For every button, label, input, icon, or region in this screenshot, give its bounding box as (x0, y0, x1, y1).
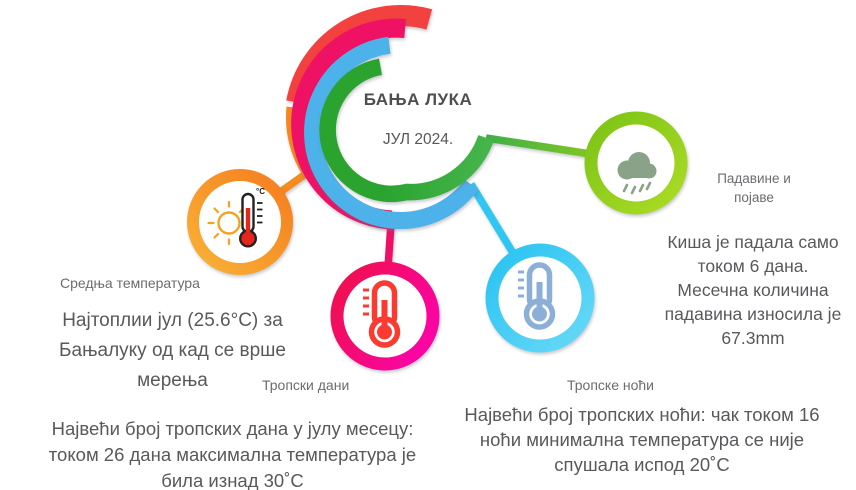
center-swirl (286, 5, 494, 230)
tropical-nights-label: Тропске ноћи (567, 377, 655, 393)
page-subtitle: ЈУЛ 2024. (382, 131, 454, 148)
tropical-days-text: Највећи број тропских дана у јулу месецу… (48, 418, 417, 490)
swirl-arc-blue (304, 36, 479, 229)
tropical-nights-text: Највећи број тропских ноћи: чак током 16… (464, 404, 820, 475)
rain-cloud-icon (617, 152, 657, 195)
sun-thermometer-icon (207, 192, 263, 248)
page-title: БАЊА ЛУКА (363, 90, 473, 109)
precipitation-text: Киша је падала само током 6 дана. Месечн… (664, 232, 842, 348)
avg-temp-text: Најтоплии јул (25.6°С) за Бањалуку од ка… (59, 310, 286, 391)
precipitation-label: Падавине и појаве (717, 171, 791, 205)
avg-temp-label: Средња температура (60, 275, 200, 291)
thermometer-blue-icon (518, 262, 556, 330)
sun-thermometer-degree-label: °C (256, 187, 265, 196)
thermometer-red-icon (363, 280, 401, 348)
swirl-arc-green (319, 58, 494, 203)
tropical-days-label: Тропски дани (262, 377, 350, 393)
